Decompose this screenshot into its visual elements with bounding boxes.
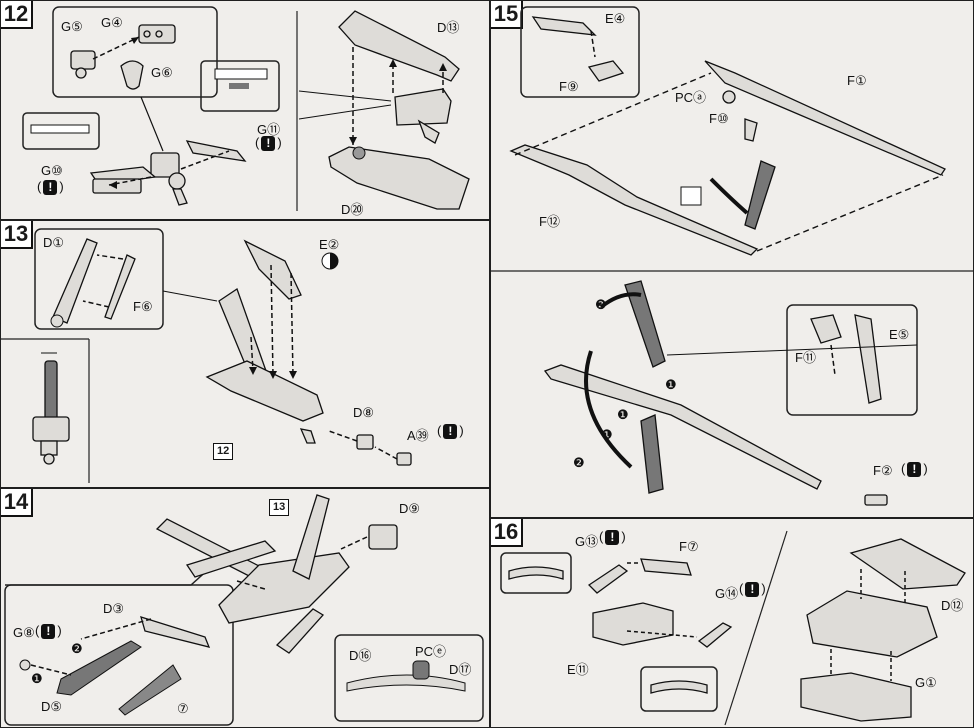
label-g5: G⑤: [61, 19, 83, 34]
step-14-drawing: [4, 494, 484, 726]
step-13-panel: 13: [0, 220, 490, 488]
warn-f2: (!): [901, 461, 928, 478]
label-f6: F⑥: [133, 299, 153, 314]
label-step-1: ❶: [31, 671, 43, 686]
step-number: 15: [491, 1, 523, 29]
label-f7: F⑦: [679, 539, 699, 554]
label-g14: G⑭: [715, 586, 739, 601]
label-e5: E⑤: [889, 327, 910, 342]
label-g13: G⑬: [575, 534, 599, 549]
step-15-drawing: [491, 6, 973, 506]
label-pce: PCⓔ: [415, 644, 447, 659]
label-d1: D①: [43, 235, 65, 250]
label-f11: F⑪: [795, 350, 816, 365]
label-g11: G⑪: [257, 122, 281, 137]
warn-g8: (!): [35, 623, 62, 640]
label-d5: D⑤: [41, 699, 63, 714]
ref-step-12: 12: [213, 443, 234, 460]
label-d13: D⑬: [437, 20, 460, 35]
label-t7: ⑦: [177, 701, 189, 716]
label-d16: D⑯: [349, 648, 372, 663]
warn-a39: (!): [437, 423, 464, 440]
label-g8: G⑧: [13, 625, 35, 640]
label-d9: D⑨: [399, 501, 421, 516]
warn-g10: (!): [37, 179, 64, 196]
label-d8: D⑧: [353, 405, 375, 420]
step-number: 13: [1, 221, 33, 249]
step-12-panel: 12: [0, 0, 490, 220]
label-f1: F①: [847, 73, 867, 88]
warn-g13: (!): [599, 529, 626, 546]
label-n1b: ❶: [601, 427, 613, 442]
label-e11: E⑪: [567, 662, 589, 677]
label-g1: G①: [915, 675, 937, 690]
warn-g11: (!): [255, 135, 282, 152]
label-e4: E④: [605, 11, 626, 26]
label-n1c: ❶: [617, 407, 629, 422]
ref-step-13: 13: [269, 499, 290, 516]
label-e2: E②: [319, 237, 340, 252]
label-g6: G⑥: [151, 65, 173, 80]
step-number: 14: [1, 489, 33, 517]
label-d12: D⑫: [941, 598, 964, 613]
label-step-2: ❷: [71, 641, 83, 656]
label-a39: A㊴: [407, 428, 429, 443]
label-pca: PCⓐ: [675, 90, 707, 105]
step-15-panel: 15: [490, 0, 974, 518]
step-number: 16: [491, 519, 523, 547]
label-f10: F⑩: [709, 111, 729, 126]
step-13-drawing: [1, 228, 412, 483]
warn-g14: (!): [739, 581, 766, 598]
label-d17: D⑰: [449, 662, 472, 677]
step-16-drawing: [500, 530, 966, 726]
label-f2: F②: [873, 463, 893, 478]
label-n2a: ❷: [595, 297, 607, 312]
label-f9: F⑨: [559, 79, 579, 94]
label-d20: D⑳: [341, 202, 364, 217]
label-g4: G④: [101, 15, 123, 30]
step-12-drawing: [22, 6, 470, 211]
part-g5: [70, 50, 96, 79]
label-n1a: ❶: [665, 377, 677, 392]
label-f12: F⑫: [539, 214, 560, 229]
label-g10: G⑩: [41, 163, 63, 178]
step-number: 12: [1, 1, 33, 29]
label-d3: D③: [103, 601, 125, 616]
label-n2b: ❷: [573, 455, 585, 470]
step-16-panel: 16 G⑬ (!) F⑦ G⑭ (!) E⑪: [490, 518, 974, 728]
step-14-panel: 14 1: [0, 488, 490, 728]
